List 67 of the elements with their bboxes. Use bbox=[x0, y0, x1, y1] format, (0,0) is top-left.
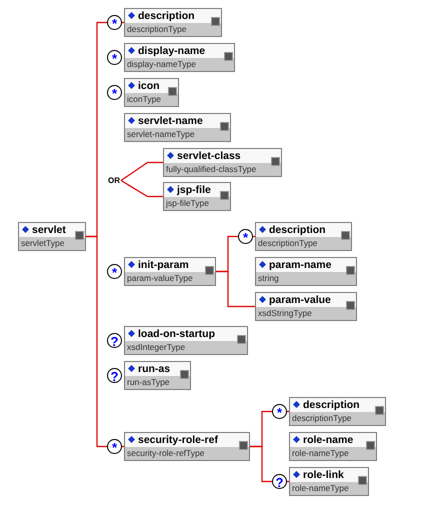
connector-line bbox=[216, 270, 255, 308]
multiplicity-badge: ? bbox=[272, 474, 287, 489]
element-name: init-param bbox=[138, 258, 189, 272]
type-name: string bbox=[258, 272, 279, 284]
type-name: run-asType bbox=[127, 376, 170, 388]
element-box bbox=[124, 43, 235, 72]
element-box bbox=[124, 257, 216, 286]
element-name: param-name bbox=[269, 258, 332, 272]
multiplicity-badge: * bbox=[272, 404, 287, 419]
element-box bbox=[163, 182, 231, 211]
multiplicity-badge: * bbox=[107, 85, 122, 100]
element-name: description bbox=[303, 398, 360, 412]
element-name: description bbox=[269, 223, 326, 237]
element-name: icon bbox=[138, 79, 160, 93]
element-box bbox=[255, 257, 357, 286]
multiplicity-badge: * bbox=[238, 229, 253, 244]
type-name: descriptionType bbox=[127, 23, 187, 35]
element-name: description bbox=[138, 9, 195, 23]
element-box bbox=[289, 467, 369, 496]
element-box bbox=[18, 222, 86, 251]
connector-line bbox=[120, 180, 163, 198]
element-box bbox=[289, 432, 377, 461]
element-name: servlet-name bbox=[138, 114, 203, 128]
type-name: role-nameType bbox=[292, 447, 349, 459]
element-box bbox=[124, 326, 248, 355]
element-name: role-link bbox=[303, 468, 344, 482]
multiplicity-badge: ? bbox=[107, 368, 122, 383]
element-name: role-name bbox=[303, 433, 354, 447]
element-box bbox=[255, 292, 357, 321]
type-name: descriptionType bbox=[292, 412, 352, 424]
element-box bbox=[124, 432, 250, 461]
multiplicity-badge: ? bbox=[107, 333, 122, 348]
element-box bbox=[124, 8, 222, 37]
element-box bbox=[163, 148, 282, 177]
type-name: security-role-refType bbox=[127, 447, 204, 459]
element-name: servlet-class bbox=[177, 149, 241, 163]
element-box bbox=[124, 113, 231, 142]
element-box bbox=[289, 397, 386, 426]
element-name: load-on-startup bbox=[138, 327, 215, 341]
element-name: jsp-file bbox=[177, 183, 211, 197]
multiplicity-badge: * bbox=[107, 15, 122, 30]
connector-line bbox=[86, 236, 124, 448]
multiplicity-badge: * bbox=[107, 439, 122, 454]
multiplicity-badge: * bbox=[107, 264, 122, 279]
type-name: iconType bbox=[127, 93, 162, 105]
type-name: role-nameType bbox=[292, 482, 349, 494]
choice-label: OR bbox=[108, 176, 120, 185]
element-name: param-value bbox=[269, 293, 331, 307]
element-box bbox=[255, 222, 352, 251]
type-name: xsdStringType bbox=[258, 307, 312, 319]
type-name: param-valueType bbox=[127, 272, 193, 284]
connector-line bbox=[120, 162, 163, 181]
type-name: jsp-fileType bbox=[166, 197, 209, 209]
element-name: run-as bbox=[138, 362, 170, 376]
type-name: display-nameType bbox=[127, 58, 196, 70]
connector-line bbox=[250, 446, 289, 482]
element-name: security-role-ref bbox=[138, 433, 218, 447]
element-name: display-name bbox=[138, 44, 206, 58]
multiplicity-badge: * bbox=[107, 50, 122, 65]
element-box bbox=[124, 78, 179, 107]
type-name: servletType bbox=[21, 237, 64, 249]
type-name: xsdIntegerType bbox=[127, 341, 186, 353]
element-name: servlet bbox=[32, 223, 66, 237]
type-name: descriptionType bbox=[258, 237, 318, 249]
type-name: servlet-nameType bbox=[127, 128, 195, 140]
element-box bbox=[124, 361, 191, 390]
type-name: fully-qualified-classType bbox=[166, 163, 256, 175]
